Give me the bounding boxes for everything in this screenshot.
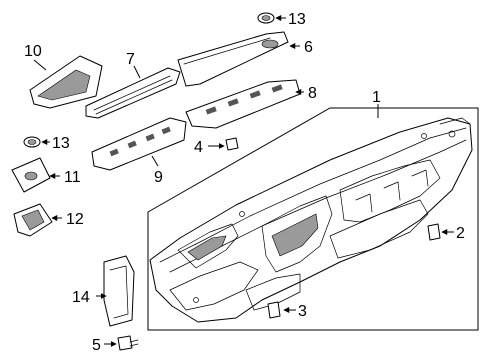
mount-hole-4 — [193, 297, 199, 303]
glove-box — [329, 199, 429, 259]
part8-shape — [185, 79, 301, 129]
part1-frame — [147, 107, 479, 331]
callout-1: 1 — [372, 89, 381, 106]
part9-shape — [91, 117, 187, 171]
callout-12: 12 — [66, 211, 84, 228]
right-structure — [339, 159, 441, 223]
callout-9: 9 — [154, 169, 163, 186]
callout-8: 8 — [308, 85, 317, 102]
callout-5: 5 — [92, 337, 101, 354]
leader-7 — [133, 65, 141, 79]
upper-trim-panel: 6 — [177, 31, 313, 87]
grommet-left-inner — [27, 139, 37, 145]
right-structure-rib-2 — [383, 181, 401, 201]
callout-2: 2 — [456, 225, 465, 242]
clip-left: 4 — [194, 137, 239, 156]
mount-hole-2 — [421, 133, 427, 139]
end-cover: 10 — [24, 43, 103, 109]
leader-10 — [33, 59, 47, 71]
part11-lens — [24, 171, 38, 181]
sensor-mount: 11 — [11, 157, 81, 193]
callout-6: 6 — [304, 39, 313, 56]
part4-shape — [225, 137, 239, 151]
callout-3: 3 — [298, 303, 307, 320]
defroster-grille: 7 — [85, 51, 181, 119]
center-stack — [261, 195, 333, 273]
grommet-top: 13 — [257, 11, 306, 28]
grommet-left: 13 — [23, 135, 70, 152]
part2-shape — [427, 223, 441, 241]
right-structure-rib-1 — [355, 193, 373, 213]
part5-head — [117, 335, 133, 351]
part7-slot — [93, 75, 171, 111]
clip-right: 2 — [427, 223, 465, 242]
callout-13b: 13 — [52, 135, 70, 152]
leader-9 — [151, 155, 159, 167]
grommet-top-inner — [261, 15, 271, 21]
center-stack-cutout — [271, 213, 319, 257]
part8-slot-3 — [249, 90, 261, 99]
callout-11: 11 — [64, 169, 81, 186]
callout-7: 7 — [126, 51, 135, 68]
callout-4: 4 — [194, 139, 203, 156]
part8-slot-1 — [205, 106, 217, 115]
mount-hole-1 — [448, 130, 456, 138]
part5-shaft — [129, 339, 139, 347]
part9-slot-1 — [109, 148, 119, 157]
part7-shape — [85, 67, 181, 119]
mount-hole-3 — [239, 211, 245, 217]
bolt: 5 — [92, 335, 139, 354]
part9-slot-2 — [127, 140, 137, 149]
part8-slot-2 — [227, 98, 239, 107]
part6-hole — [261, 39, 279, 49]
part7-slot-2 — [95, 79, 173, 115]
part9-slot-3 — [145, 133, 155, 142]
callout-14: 14 — [72, 289, 90, 306]
part6-inner-edge — [183, 37, 271, 65]
lower-console — [245, 273, 301, 311]
part8-slot-4 — [271, 84, 283, 93]
part14-shape — [103, 255, 135, 327]
part9-slot-4 — [161, 126, 171, 135]
cluster-opening — [187, 235, 227, 261]
center-bracket: 8 — [185, 79, 317, 129]
part3-shape — [267, 301, 281, 319]
side-cover: 14 — [72, 255, 135, 327]
panel-top-ridge — [159, 127, 467, 263]
instrument-panel-assembly: 1 — [147, 89, 479, 331]
knee-bolster — [169, 261, 259, 311]
callout-10: 10 — [24, 43, 42, 60]
part10-inner — [37, 69, 91, 101]
reinforcement-panel: 9 — [91, 117, 187, 186]
part14-inner — [109, 265, 129, 319]
switch-bezel: 12 — [13, 203, 84, 237]
panel-edge-detail — [439, 117, 471, 125]
part6-shape — [177, 31, 289, 87]
cluster-hood — [177, 223, 239, 269]
clip-lower: 3 — [267, 301, 307, 320]
right-structure-rib-3 — [411, 169, 429, 187]
part12-inner — [21, 209, 45, 231]
callout-13a: 13 — [288, 11, 306, 28]
